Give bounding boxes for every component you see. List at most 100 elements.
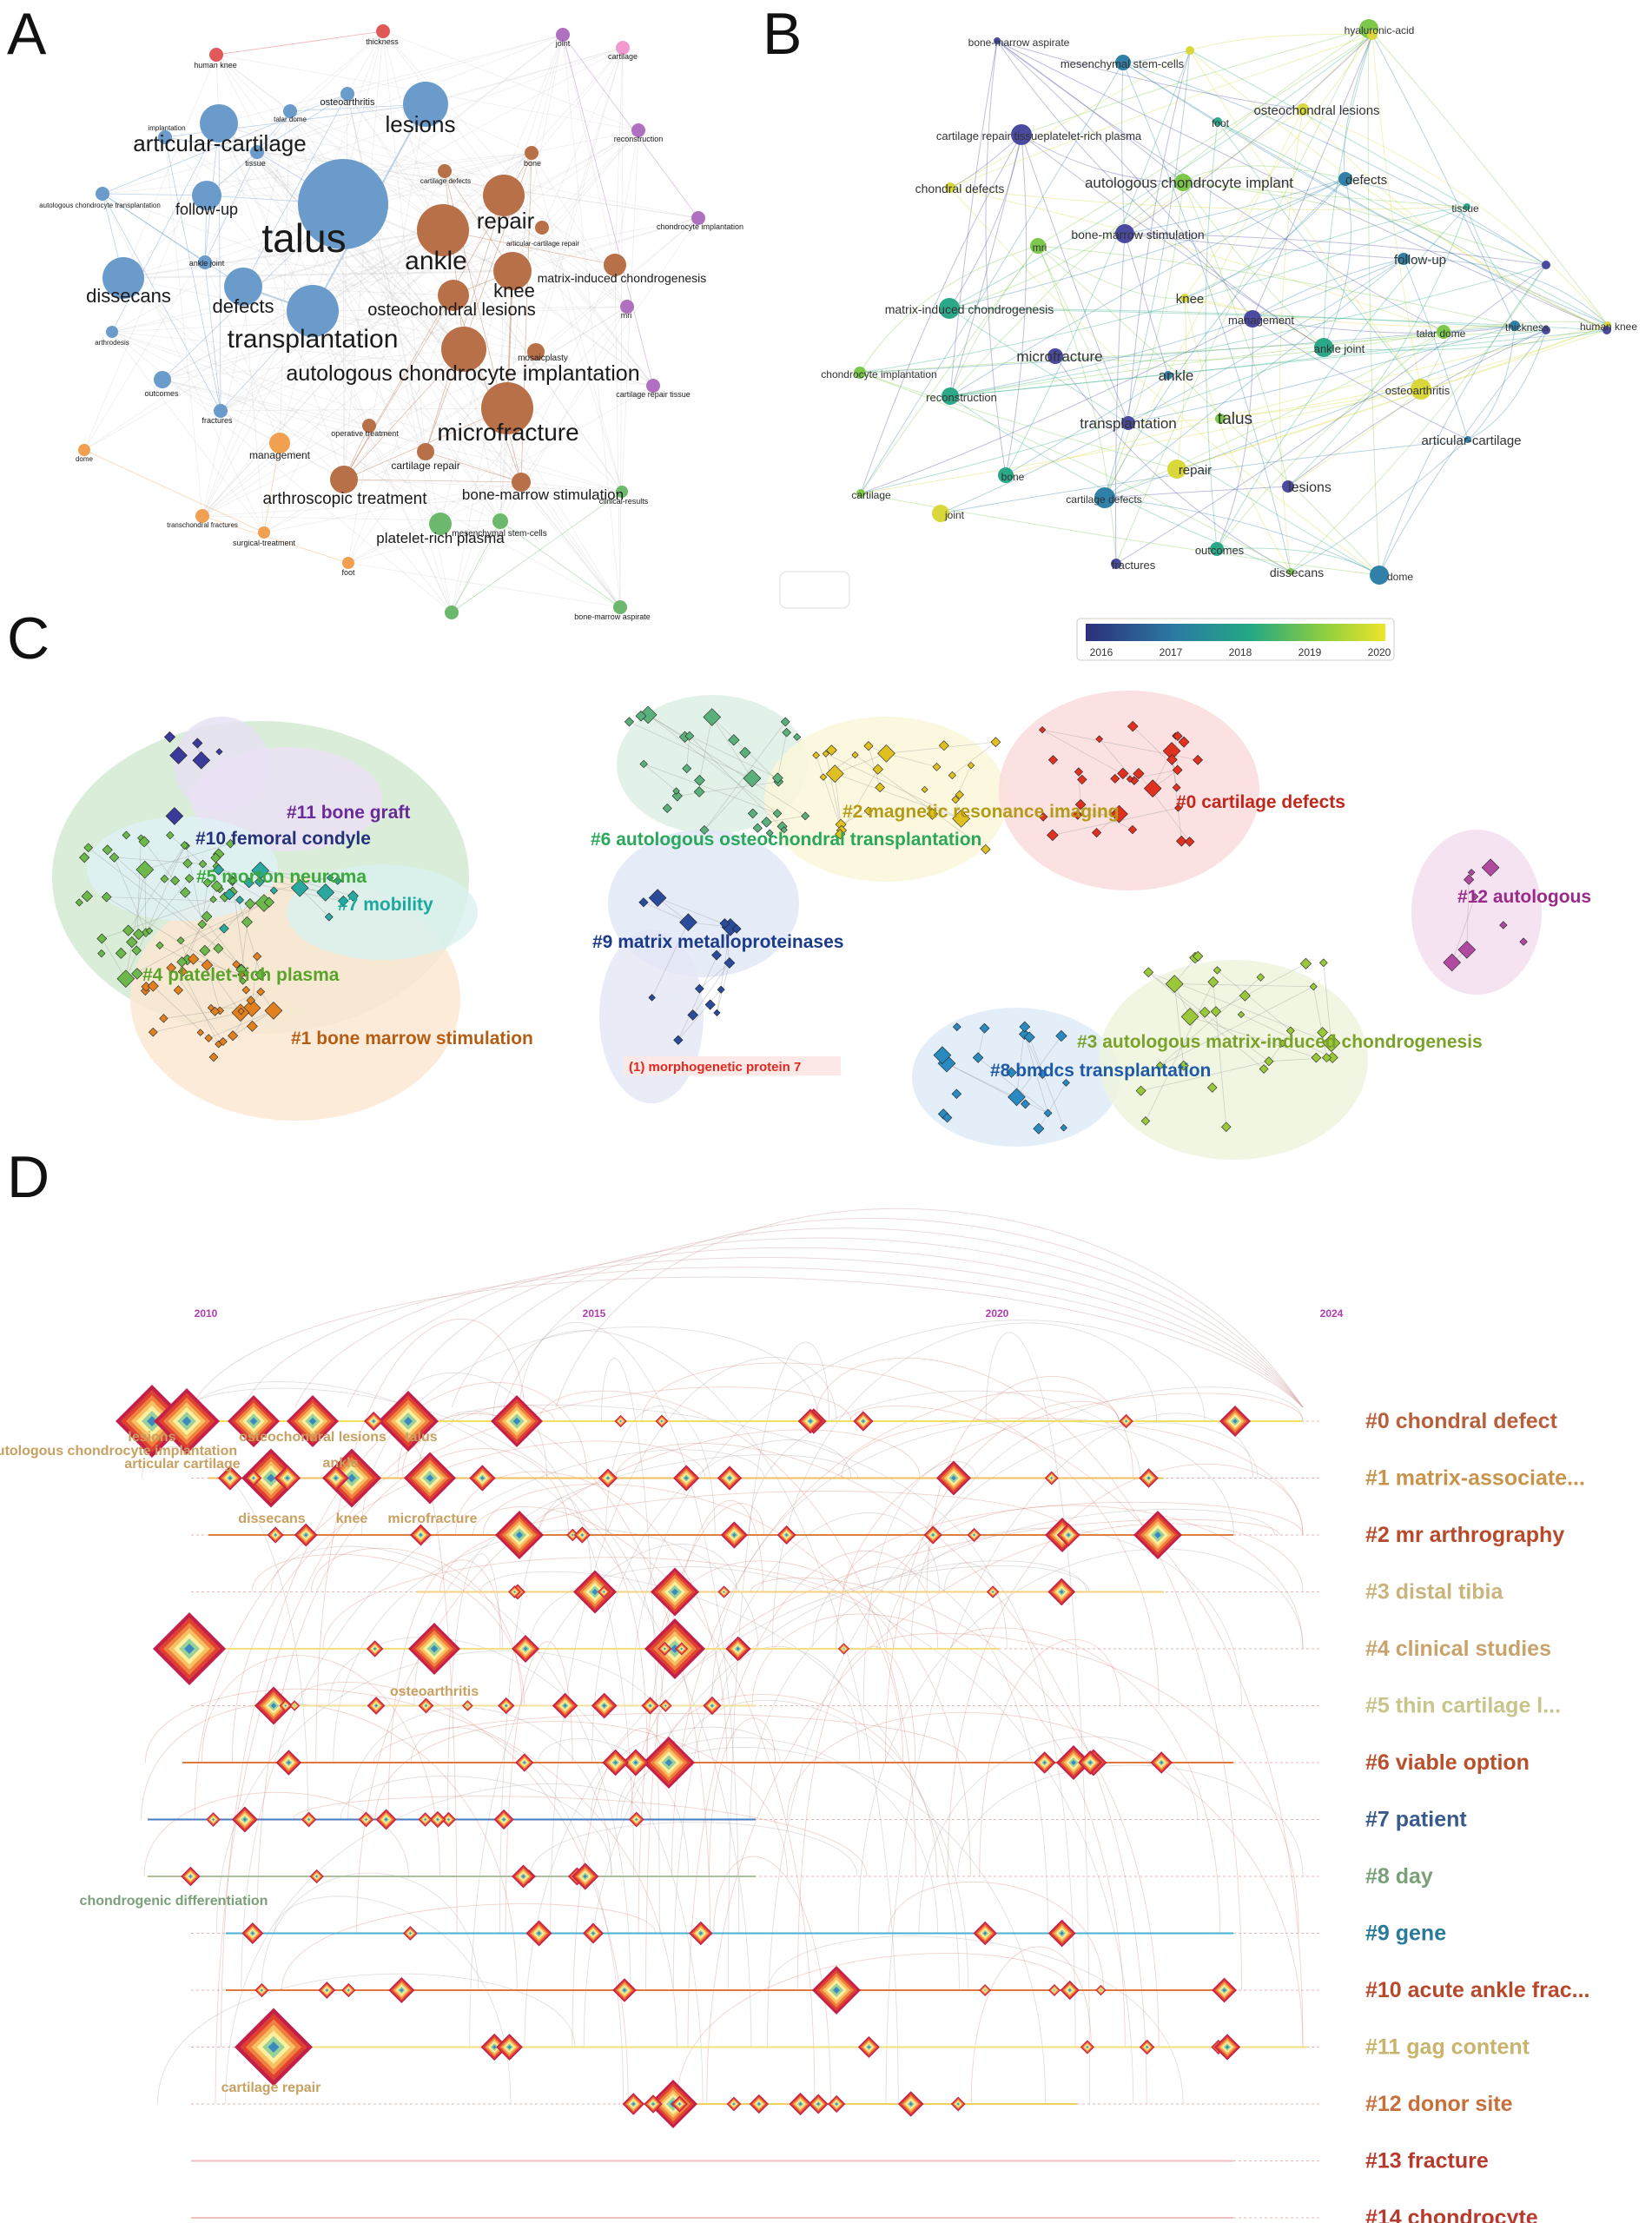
edge bbox=[647, 714, 806, 817]
citation-arc bbox=[550, 1357, 837, 1934]
edge bbox=[499, 195, 505, 522]
cluster-node bbox=[835, 818, 847, 830]
keyword-label: bone bbox=[524, 159, 541, 168]
cluster-node bbox=[812, 751, 820, 759]
timeline-node bbox=[720, 1521, 748, 1549]
cluster-node bbox=[872, 764, 883, 775]
edge bbox=[1037, 245, 1117, 565]
keyword-label: osteoarthritis bbox=[390, 1684, 479, 1699]
timeline-label: #14 chondrocyte bbox=[1365, 2206, 1538, 2223]
edge bbox=[651, 922, 689, 998]
keyword-label: articular-cartilage bbox=[1421, 433, 1521, 448]
edge bbox=[1176, 297, 1186, 470]
edge bbox=[202, 348, 465, 517]
keyword-node bbox=[854, 367, 866, 379]
cluster-node bbox=[237, 1007, 245, 1016]
edge bbox=[1104, 182, 1184, 499]
cluster-node bbox=[338, 895, 349, 907]
edge bbox=[1037, 245, 1516, 327]
cluster-node bbox=[761, 817, 772, 828]
edge bbox=[1287, 388, 1422, 487]
edge bbox=[839, 769, 879, 835]
citation-arc bbox=[143, 1791, 409, 1877]
cluster-node bbox=[81, 890, 93, 903]
edge bbox=[289, 34, 564, 112]
cluster-node bbox=[662, 803, 672, 813]
year-tick: 2010 bbox=[195, 1307, 218, 1320]
edge bbox=[949, 134, 1022, 397]
keyword-node bbox=[535, 221, 549, 235]
timeline-node bbox=[418, 1697, 434, 1714]
citation-arc bbox=[713, 1856, 831, 2105]
keyword-node bbox=[1542, 326, 1550, 334]
edge bbox=[1268, 1057, 1333, 1062]
edge bbox=[343, 294, 454, 480]
cluster-node bbox=[147, 980, 159, 992]
cluster-node bbox=[938, 740, 949, 751]
year-tick: 2017 bbox=[1160, 646, 1183, 658]
cluster-node bbox=[635, 710, 647, 722]
keyword-label: chondral defects bbox=[915, 182, 1005, 195]
edge bbox=[834, 773, 842, 825]
citation-arc bbox=[951, 1627, 1221, 1934]
cluster-node bbox=[1073, 810, 1083, 820]
timeline-node bbox=[622, 2093, 645, 2115]
timeline-node bbox=[1219, 1406, 1251, 1437]
cluster-node bbox=[176, 936, 185, 945]
edge bbox=[114, 857, 147, 933]
keyword-label: thickness bbox=[366, 37, 399, 46]
edge bbox=[1104, 331, 1444, 499]
edge bbox=[260, 870, 338, 882]
timeline-node bbox=[402, 1926, 418, 1941]
edge bbox=[1127, 325, 1516, 424]
timeline-node bbox=[1056, 1745, 1091, 1780]
edge bbox=[704, 721, 786, 830]
edge bbox=[122, 270, 513, 279]
edge bbox=[949, 187, 1444, 333]
edge bbox=[202, 152, 532, 517]
timeline-node bbox=[657, 1641, 672, 1657]
edge bbox=[996, 40, 1444, 333]
keyword-label: operative treatment bbox=[331, 429, 399, 438]
timeline-node bbox=[828, 2094, 846, 2114]
cluster-hull bbox=[617, 695, 808, 834]
cluster-node bbox=[955, 790, 964, 800]
cluster-node bbox=[1285, 1026, 1295, 1035]
keyword-node bbox=[1167, 460, 1186, 479]
cluster-node bbox=[192, 751, 211, 770]
keyword-label: clinical-results bbox=[599, 497, 649, 506]
edge bbox=[162, 379, 501, 522]
cluster-node bbox=[704, 999, 716, 1010]
keyword-label: knee bbox=[493, 280, 535, 301]
cluster-node bbox=[197, 919, 208, 930]
timeline-node bbox=[469, 1465, 496, 1492]
timeline-label: #12 donor site bbox=[1365, 2092, 1513, 2116]
timeline-node bbox=[1047, 1984, 1061, 1996]
edge bbox=[347, 385, 654, 564]
keyword-node bbox=[691, 211, 705, 225]
edge bbox=[1005, 324, 1609, 476]
cluster-node bbox=[219, 923, 229, 934]
edge bbox=[122, 277, 441, 525]
edge bbox=[102, 47, 624, 195]
edge bbox=[825, 753, 961, 819]
cluster-node bbox=[173, 985, 183, 996]
citation-arc bbox=[413, 1454, 859, 1706]
timeline-node bbox=[726, 2096, 742, 2112]
year-tick: 2020 bbox=[986, 1307, 1009, 1320]
cluster-node bbox=[215, 748, 223, 756]
keyword-label: human knee bbox=[194, 61, 237, 69]
cluster-node bbox=[825, 764, 844, 783]
edge bbox=[1122, 62, 1609, 326]
citation-arc bbox=[529, 1566, 1134, 2105]
edge bbox=[263, 306, 628, 533]
edge bbox=[996, 40, 1325, 348]
timeline-node bbox=[1047, 1578, 1076, 1606]
edge bbox=[145, 878, 190, 933]
edge bbox=[451, 491, 623, 613]
keyword-label: defects bbox=[213, 295, 274, 317]
cluster-node bbox=[921, 785, 928, 793]
timeline-node bbox=[582, 1922, 604, 1944]
edge bbox=[1104, 258, 1404, 499]
keyword-label: autologous chondrocyte implantation bbox=[0, 1444, 237, 1459]
